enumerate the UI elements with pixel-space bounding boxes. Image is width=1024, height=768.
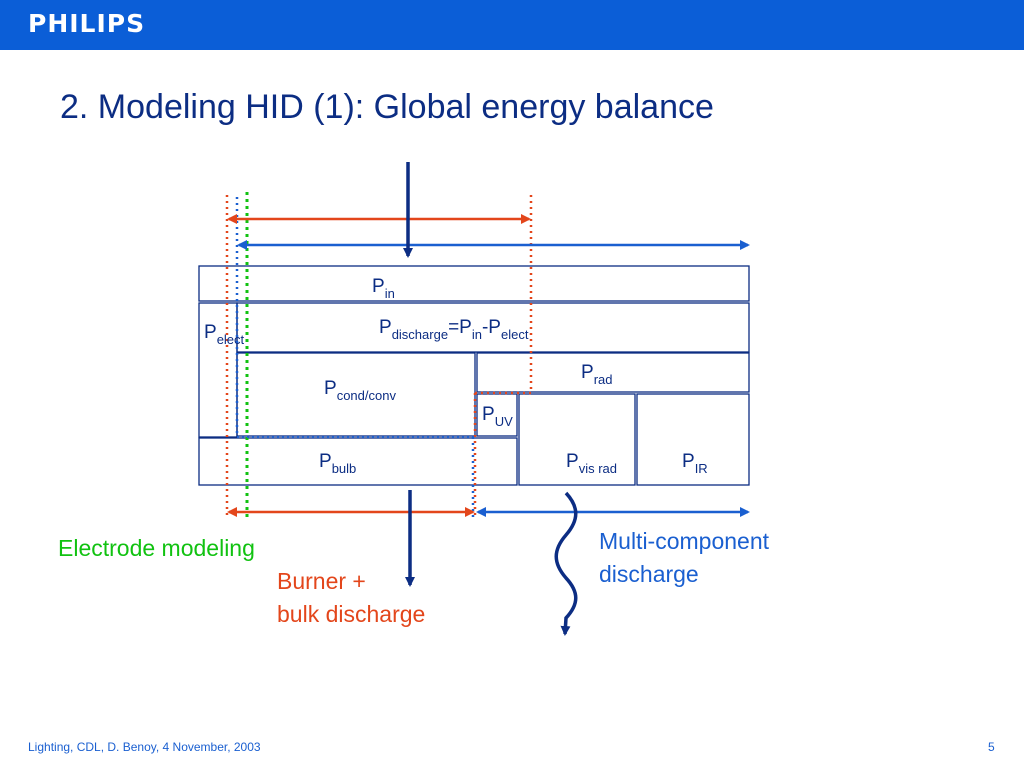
- philips-logo: PHILIPS: [28, 9, 146, 38]
- caption-multi-component: Multi-component discharge: [599, 525, 769, 591]
- caption-burner-line1: Burner +: [277, 568, 366, 594]
- box-p-uv: [476, 393, 518, 437]
- header-bar: PHILIPS: [0, 0, 1024, 50]
- label-p-discharge: Pdischarge=Pin-Pelect: [379, 317, 529, 342]
- caption-multi-line2: discharge: [599, 561, 699, 587]
- caption-multi-line1: Multi-component: [599, 528, 770, 554]
- label-p-uv: PUV: [482, 404, 513, 429]
- label-p-bulb: Pbulb: [319, 451, 356, 476]
- radiation-wave-arrow: [554, 491, 578, 636]
- slide-title: 2. Modeling HID (1): Global energy balan…: [60, 88, 714, 126]
- caption-electrode-modeling: Electrode modeling: [58, 535, 255, 561]
- label-p-elect: Pelect: [204, 322, 245, 347]
- box-p-ir: [636, 393, 750, 486]
- box-p-rad: [476, 352, 750, 393]
- label-p-rad: Prad: [581, 362, 612, 387]
- page-number: 5: [988, 740, 995, 754]
- caption-burner-line2: bulk discharge: [277, 601, 426, 627]
- box-p-vis: [518, 393, 636, 486]
- label-p-vis-rad: Pvis rad: [566, 451, 617, 476]
- label-p-in: Pin: [372, 276, 395, 301]
- footer-credit: Lighting, CDL, D. Benoy, 4 November, 200…: [28, 740, 261, 754]
- caption-burner: Burner + bulk discharge: [277, 565, 425, 631]
- box-p-in: [198, 265, 750, 302]
- label-p-ir: PIR: [682, 451, 708, 476]
- label-p-cond: Pcond/conv: [324, 378, 396, 403]
